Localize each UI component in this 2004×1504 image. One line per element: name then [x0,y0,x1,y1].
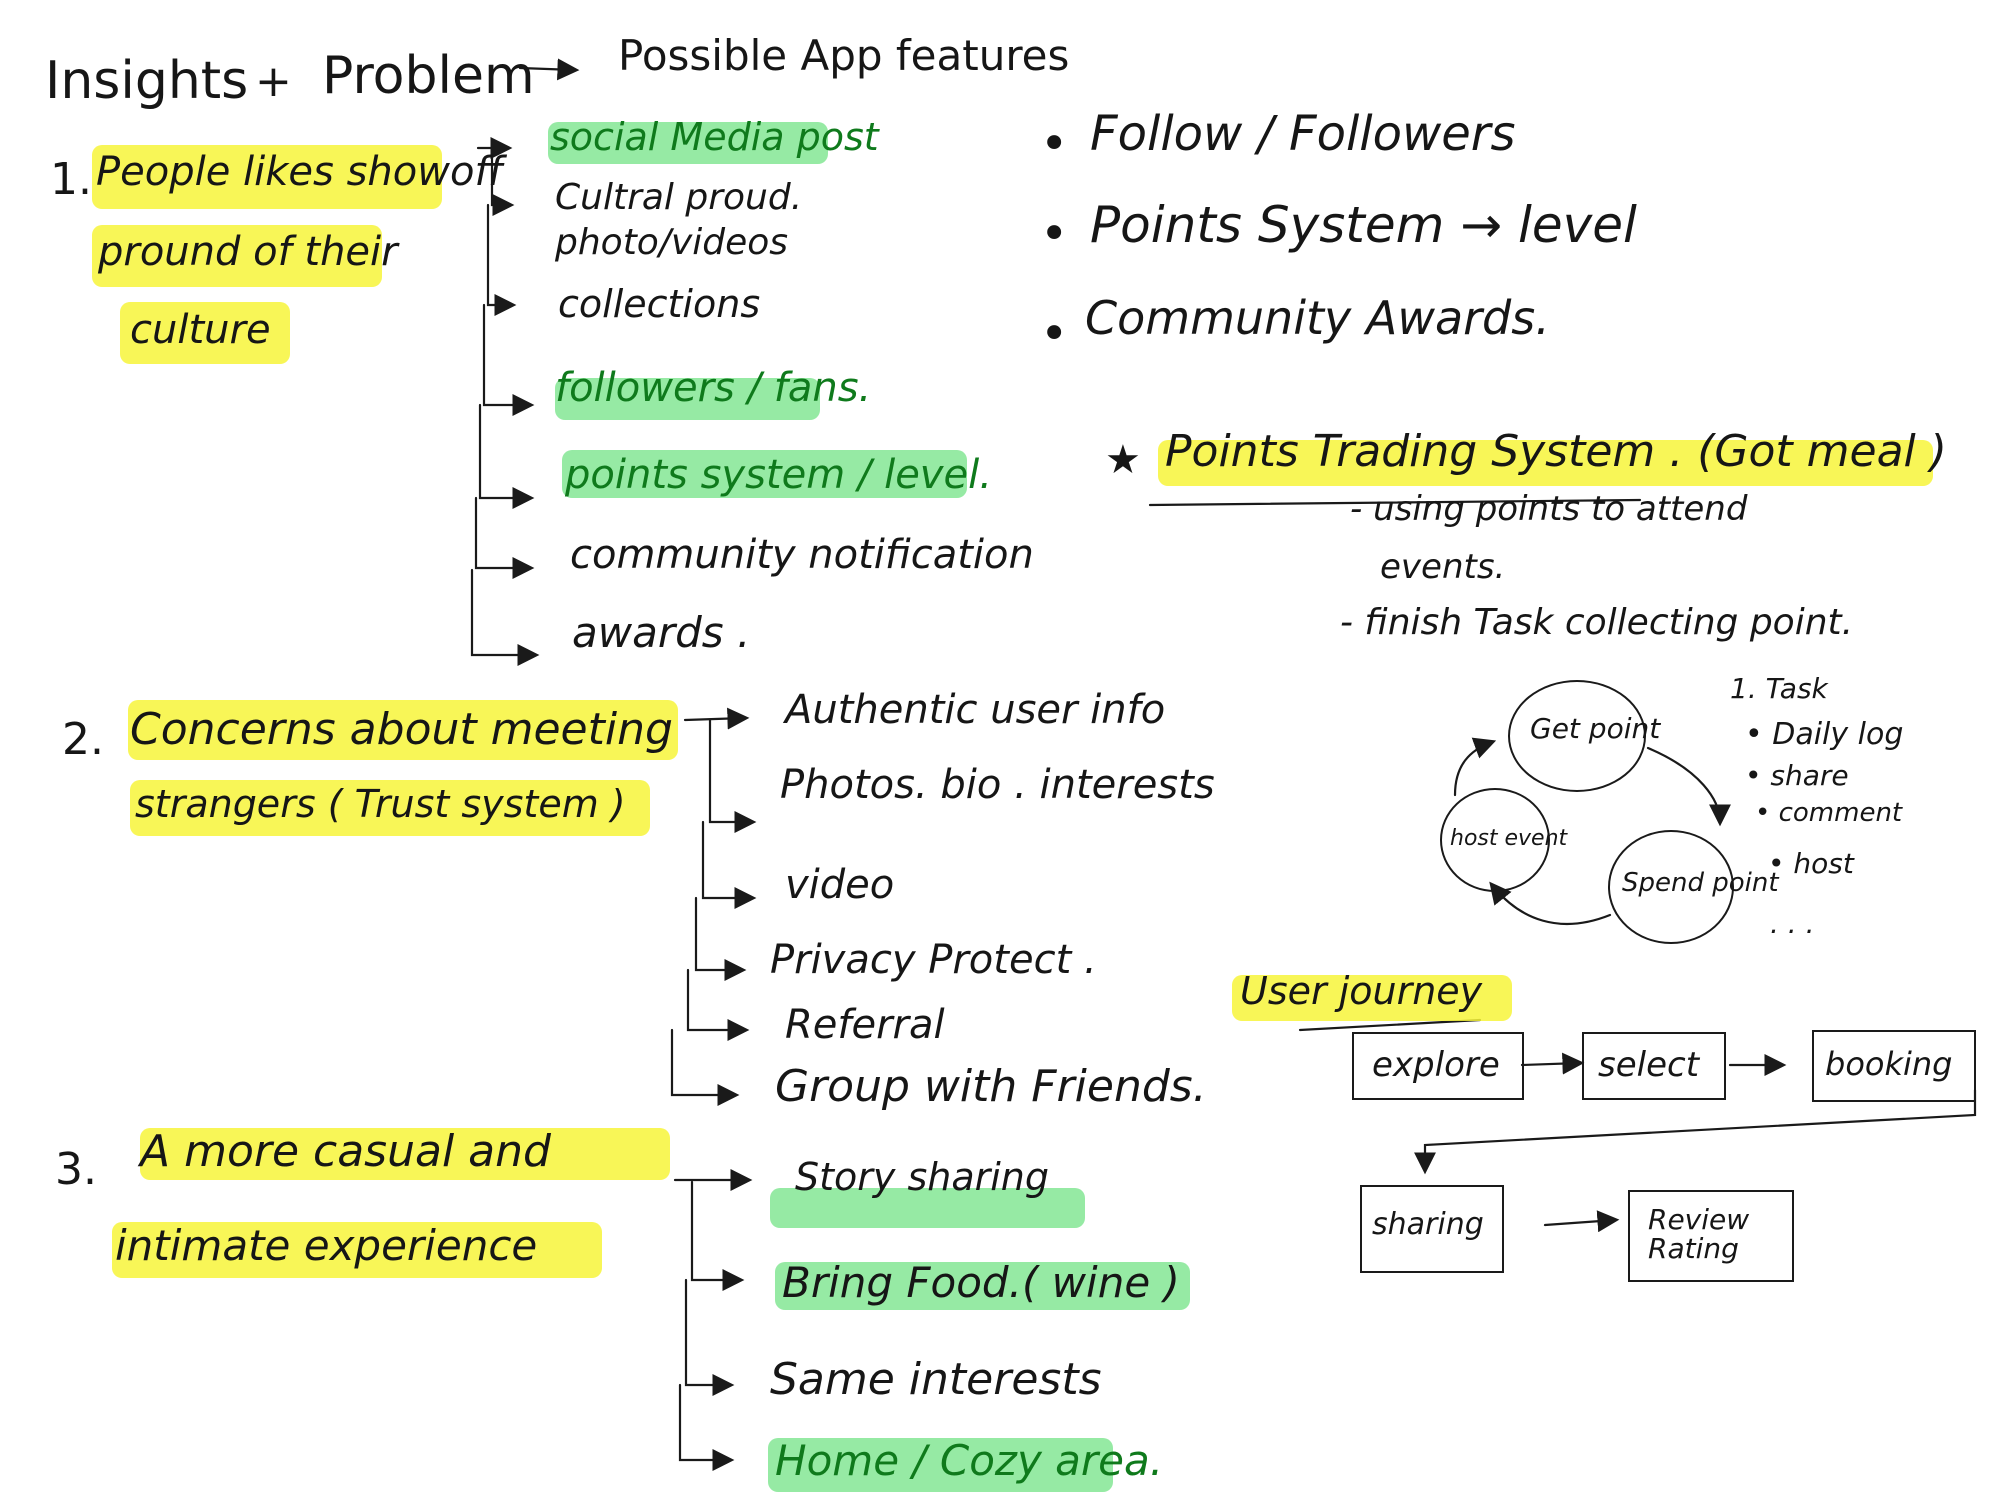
insight-1-number: 1. [50,154,92,205]
trading-note-2: events. [1380,547,1506,587]
feature-bullet-2: • [1040,206,1069,262]
branch-2-3: video [785,862,895,908]
branch-2-6: Group with Friends. [775,1061,1207,1112]
journey-booking-label: booking [1825,1045,1953,1083]
branch-1-5: followers / fans. [555,365,872,411]
insight-2-line-2: strangers ( Trust system ) [135,782,626,826]
highlight-insight-1a [92,145,442,209]
branch-1-3: photo/videos [555,222,789,263]
user-journey-title: User journey [1240,969,1483,1013]
journey-select-label: select [1598,1045,1700,1085]
branch-2-2: Photos. bio . interests [780,762,1215,808]
header-arrow [518,58,580,81]
journey-step-select [1582,1032,1726,1100]
points-trading-title: Points Trading System . (Got meal ) [1165,426,1947,477]
cycle-node-get-point [1508,680,1646,792]
branch-1-4: collections [558,282,761,326]
journey-sharing-label: sharing [1372,1207,1484,1242]
insight-2-line-1: Concerns about meeting [130,704,673,755]
highlight-user-journey [1232,975,1512,1021]
highlight-insight-1b [92,225,382,287]
branch-1-7: community notification [570,532,1034,578]
insight-1-line-3: culture [130,307,271,353]
highlight-insight-2b [130,780,650,836]
trading-note-3: - finish Task collecting point. [1340,602,1854,643]
highlight-bring-food [775,1262,1190,1310]
header-problem: Problem [322,46,535,106]
branch-3-3: Same interests [770,1354,1102,1405]
branch-3-4: Home / Cozy area. [775,1436,1164,1485]
task-list-2: • Daily log [1745,717,1904,752]
insight-1-line-1: People likes showoff [96,149,504,195]
branch-3-1: Story sharing [795,1155,1050,1199]
branch-1-8: awards . [572,608,751,657]
insight-1-line-2: pround of their [98,229,398,275]
insight-3-line-2: intimate experience [115,1221,538,1270]
feature-2: Points System → level [1090,196,1637,254]
highlight-points-trading [1158,440,1933,486]
branch-2-5: Referral [785,1002,945,1048]
cycle-get-point-label: Get point [1530,712,1661,745]
journey-step-review [1628,1190,1794,1282]
journey-step-booking [1812,1030,1976,1102]
highlight-insight-3a [140,1128,670,1180]
branch-3-2: Bring Food.( wine ) [782,1258,1180,1307]
task-list-1: 1. Task [1730,672,1828,705]
header-insights: Insights [45,51,249,111]
journey-review-label: Review Rating [1648,1203,1750,1266]
highlight-insight-1c [120,302,290,364]
highlight-insight-2a [128,700,678,760]
branch-1-2: Cultral proud. [555,177,803,218]
branch-1-6: points system / level. [565,452,992,498]
highlight-insight-3b [112,1222,602,1278]
star-icon: ★ [1105,437,1141,483]
journey-step-sharing [1360,1185,1504,1273]
insight-2-number: 2. [62,714,104,765]
header-features: Possible App features [618,31,1070,80]
task-list-5: • host [1768,847,1854,880]
cycle-spend-point-label: Spend point [1622,868,1779,898]
journey-explore-label: explore [1372,1045,1500,1085]
cycle-node-host-event [1440,788,1550,892]
branch-2-1: Authentic user info [785,687,1166,733]
task-list-4: • comment [1755,798,1903,828]
branch-2-4: Privacy Protect . [770,937,1097,983]
insight-3-line-1: A more casual and [140,1126,551,1177]
feature-bullet-3: • [1040,306,1069,362]
feature-1: Follow / Followers [1090,106,1516,162]
task-list-3: • share [1745,759,1849,792]
journey-step-explore [1352,1032,1524,1100]
cycle-host-event-label: host event [1450,826,1568,851]
feature-bullet-1: • [1040,116,1069,172]
insight-3-number: 3. [55,1144,97,1195]
highlight-home-cozy [768,1438,1113,1492]
cycle-node-spend-point [1608,830,1734,944]
header-plus: + [255,56,292,107]
branch-1-1: social Media post [550,115,879,159]
highlight-points-system [562,450,967,498]
highlight-story [770,1188,1085,1228]
trading-note-1: - using points to attend [1350,489,1748,529]
feature-3: Community Awards. [1085,291,1550,345]
highlight-followers [555,378,820,420]
task-list-6: . . . [1770,907,1815,940]
highlight-social-media [548,122,828,164]
